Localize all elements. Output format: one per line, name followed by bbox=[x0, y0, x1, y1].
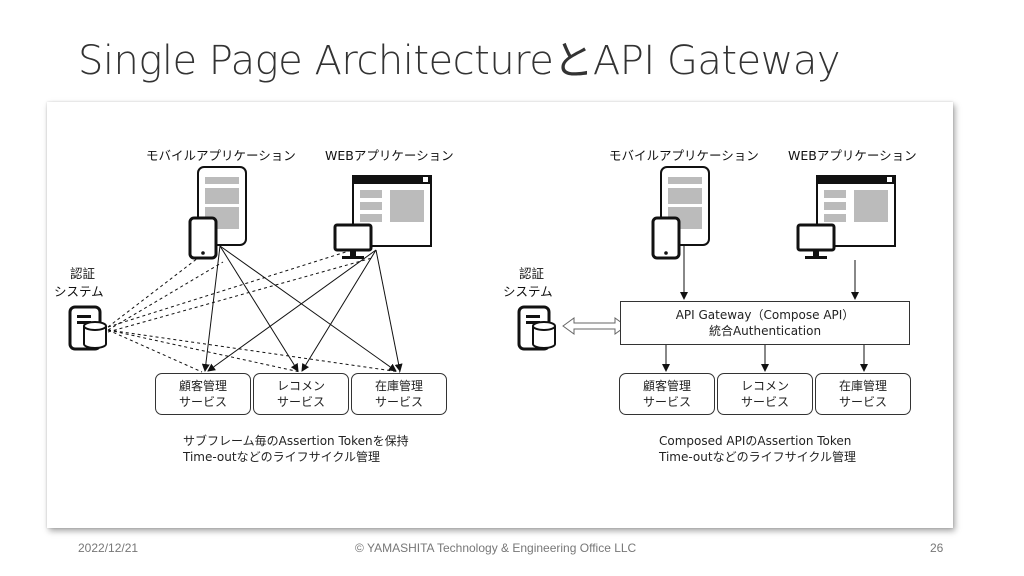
service-name: 顧客管理 bbox=[642, 379, 691, 393]
slide-title: Single Page ArchitectureとAPI Gateway bbox=[78, 38, 841, 84]
right-app-gateway-arrows bbox=[680, 246, 859, 300]
service-suffix: サービス bbox=[642, 395, 691, 409]
left-monitor-icon bbox=[333, 223, 373, 259]
right-caption-line2: Time-outなどのライフサイクル管理 bbox=[659, 450, 856, 464]
right-web-app-label: WEBアプリケーション bbox=[788, 148, 917, 163]
service-name: レコメン bbox=[276, 379, 325, 393]
right-auth-label-line2: システム bbox=[503, 284, 553, 299]
service-name: 在庫管理 bbox=[374, 379, 423, 393]
right-service-customer: 顧客管理 サービス bbox=[619, 373, 715, 415]
slide-date: 2022/12/21 bbox=[78, 541, 139, 555]
slide-page-number: 26 bbox=[930, 541, 944, 555]
right-mobile-app-label: モバイルアプリケーション bbox=[609, 148, 759, 163]
right-caption-line1: Composed APIのAssertion Token bbox=[659, 434, 852, 448]
left-app-service-arrows bbox=[201, 245, 403, 372]
service-suffix: サービス bbox=[740, 395, 789, 409]
api-gateway-box: API Gateway（Compose API） 統合Authenticatio… bbox=[620, 301, 910, 345]
service-suffix: サービス bbox=[374, 395, 423, 409]
left-caption-line1: サブフレーム毎のAssertion Tokenを保持 bbox=[183, 434, 409, 448]
service-name: レコメン bbox=[740, 379, 789, 393]
left-phone-icon bbox=[188, 216, 218, 260]
right-service-recommend: レコメン サービス bbox=[717, 373, 813, 415]
service-suffix: サービス bbox=[276, 395, 325, 409]
service-suffix: サービス bbox=[838, 395, 887, 409]
right-auth-gateway-double-arrow bbox=[562, 317, 627, 335]
left-web-app-label: WEBアプリケーション bbox=[325, 148, 454, 163]
left-service-recommend: レコメン サービス bbox=[253, 373, 349, 415]
right-monitor-icon bbox=[796, 223, 836, 259]
left-caption-line2: Time-outなどのライフサイクル管理 bbox=[183, 450, 380, 464]
left-mobile-app-label: モバイルアプリケーション bbox=[146, 148, 296, 163]
service-suffix: サービス bbox=[178, 395, 227, 409]
left-auth-dashed-links bbox=[107, 249, 401, 373]
right-auth-label-line1: 認証 bbox=[519, 266, 545, 281]
gateway-subtitle: 統合Authentication bbox=[708, 324, 822, 338]
slide-copyright: © YAMASHITA Technology & Engineering Off… bbox=[355, 541, 637, 555]
left-auth-label-line2: システム bbox=[54, 284, 104, 299]
service-name: 在庫管理 bbox=[838, 379, 887, 393]
left-auth-database-icon bbox=[68, 305, 107, 351]
left-service-inventory: 在庫管理 サービス bbox=[351, 373, 447, 415]
right-gateway-service-arrows bbox=[662, 345, 868, 372]
service-name: 顧客管理 bbox=[178, 379, 227, 393]
right-auth-database-icon bbox=[517, 305, 556, 351]
right-service-inventory: 在庫管理 サービス bbox=[815, 373, 911, 415]
left-service-customer: 顧客管理 サービス bbox=[155, 373, 251, 415]
left-auth-label-line1: 認証 bbox=[70, 266, 96, 281]
gateway-title: API Gateway（Compose API） bbox=[675, 308, 855, 322]
right-phone-icon bbox=[651, 216, 681, 260]
